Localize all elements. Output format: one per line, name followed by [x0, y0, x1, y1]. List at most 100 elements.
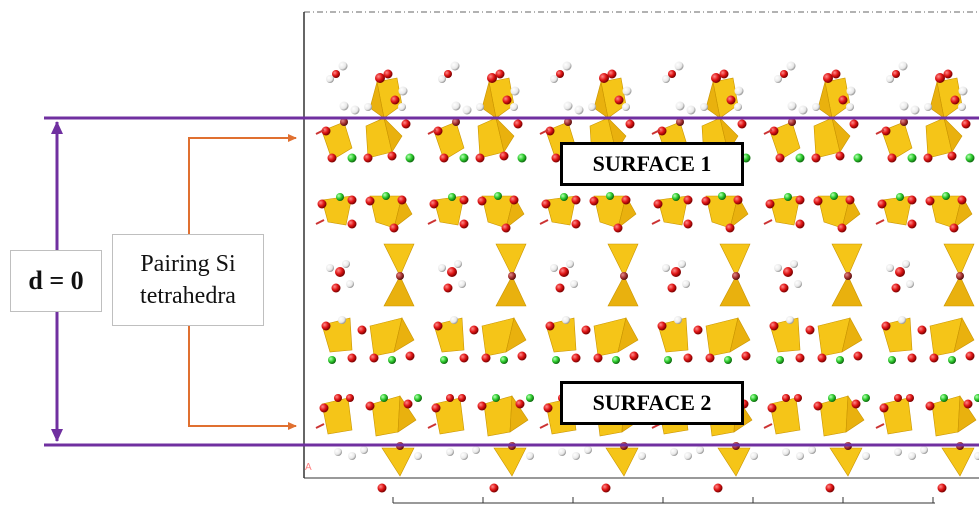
hydrogen-atom: [662, 75, 670, 83]
si-tetrahedron: [719, 243, 751, 277]
oxygen-atom: [319, 403, 329, 413]
calcium-atom: [664, 356, 672, 364]
oxygen-atom: [657, 126, 667, 136]
bond: [875, 423, 885, 429]
si-tetrahedron: [657, 195, 689, 226]
oxygen-atom: [346, 394, 354, 402]
oxygen-atom: [555, 283, 565, 293]
calcium-atom: [862, 394, 870, 402]
oxygen-atom: [877, 199, 887, 209]
atoms-layer: [315, 61, 979, 493]
hydrogen-atom: [862, 452, 870, 460]
calcium-atom: [347, 153, 357, 163]
oxygen-atom: [431, 403, 441, 413]
oxygen-atom: [813, 401, 823, 411]
hydrogen-atom: [958, 86, 968, 96]
oxygen-atom: [805, 325, 815, 335]
silicon-atom: [676, 118, 684, 126]
hydrogen-atom: [678, 260, 686, 268]
si-tetrahedron: [383, 117, 403, 153]
oxygen-atom: [369, 353, 379, 363]
oxygen-atom: [667, 283, 677, 293]
bond: [427, 423, 437, 429]
si-tetrahedron: [769, 397, 801, 435]
si-tetrahedron: [617, 317, 639, 353]
si-tetrahedron: [381, 447, 415, 477]
oxygen-atom: [347, 219, 357, 229]
oxygen-atom: [769, 321, 779, 331]
calcium-atom: [907, 153, 917, 163]
hydrogen-atom: [696, 446, 704, 454]
oxygen-atom: [571, 219, 581, 229]
hydrogen-atom: [622, 86, 632, 96]
surface-1-label: SURFACE 1: [560, 142, 744, 186]
oxygen-atom: [601, 483, 611, 493]
oxygen-atom: [433, 321, 443, 331]
oxygen-atom: [949, 223, 959, 233]
oxygen-atom: [965, 351, 975, 361]
oxygen-atom: [487, 73, 497, 83]
hydrogen-atom: [566, 260, 574, 268]
oxygen-atom: [443, 283, 453, 293]
si-tetrahedron: [371, 395, 401, 437]
oxygen-atom: [433, 126, 443, 136]
si-tetrahedron: [433, 397, 465, 435]
pairing-bracket-lower: [188, 326, 297, 430]
water-oxygen: [332, 70, 340, 78]
calcium-atom: [718, 192, 726, 200]
hydrogen-atom: [398, 103, 406, 111]
hydrogen-atom: [342, 260, 350, 268]
hydrogen-atom: [563, 101, 573, 111]
oxygen-atom: [683, 219, 693, 229]
calcium-atom: [440, 356, 448, 364]
water-oxygen: [668, 70, 676, 78]
bond: [875, 219, 885, 225]
oxygen-atom: [477, 401, 487, 411]
pairing-label-line1: Pairing Si: [140, 251, 236, 277]
water-oxygen: [447, 267, 457, 277]
bond: [651, 129, 661, 135]
water-oxygen: [556, 70, 564, 78]
water-oxygen: [783, 267, 793, 277]
calcium-atom: [965, 153, 975, 163]
hydrogen-atom: [846, 103, 854, 111]
water-oxygen: [335, 267, 345, 277]
si-tetrahedron: [719, 275, 751, 307]
oxygen-atom: [811, 153, 821, 163]
calcium-atom: [612, 356, 620, 364]
si-tetrahedron: [881, 397, 913, 435]
hydrogen-atom: [438, 264, 446, 272]
oxygen-atom: [961, 119, 971, 129]
oxygen-atom: [621, 195, 631, 205]
oxygen-atom: [397, 195, 407, 205]
oxygen-atom: [701, 196, 711, 206]
hydrogen-atom: [908, 452, 916, 460]
oxygen-atom: [389, 223, 399, 233]
si-tetrahedron: [769, 195, 801, 226]
hydrogen-atom: [638, 452, 646, 460]
pairing-label-line2: tetrahedra: [140, 283, 236, 309]
bond: [539, 219, 549, 225]
oxygen-atom: [813, 196, 823, 206]
oxygen-atom: [711, 73, 721, 83]
oxygen-atom: [589, 196, 599, 206]
si-tetrahedron: [321, 195, 353, 226]
hydrogen-atom: [451, 101, 461, 111]
oxygen-atom: [629, 351, 639, 361]
origin-marker: A: [305, 462, 312, 473]
hydrogen-atom: [787, 101, 797, 111]
calcium-atom: [750, 394, 758, 402]
si-tetrahedron: [483, 395, 513, 437]
calcium-atom: [405, 153, 415, 163]
hydrogen-atom: [794, 280, 802, 288]
oxygen-atom: [495, 69, 505, 79]
oxygen-atom: [937, 483, 947, 493]
si-tetrahedron: [829, 447, 863, 477]
bond: [315, 219, 325, 225]
oxygen-atom: [321, 321, 331, 331]
hydrogen-atom: [808, 446, 816, 454]
si-tetrahedron: [929, 81, 945, 119]
oxygen-atom: [347, 353, 357, 363]
oxygen-atom: [401, 119, 411, 129]
oxygen-atom: [331, 283, 341, 293]
